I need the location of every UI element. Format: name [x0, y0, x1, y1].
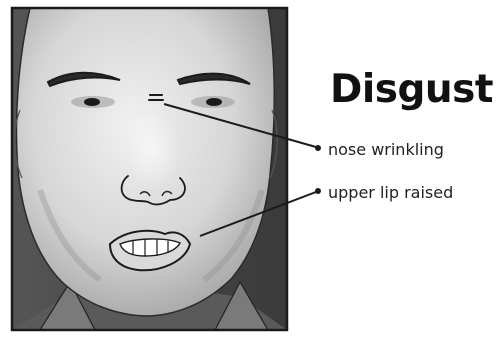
portrait-panel	[12, 8, 287, 330]
annotation-lip: upper lip raised	[328, 183, 453, 203]
left-eye	[71, 96, 115, 108]
diagram-title: Disgust	[330, 66, 493, 114]
annotation-nose: nose wrinkling	[328, 140, 444, 160]
right-eye	[191, 96, 235, 108]
